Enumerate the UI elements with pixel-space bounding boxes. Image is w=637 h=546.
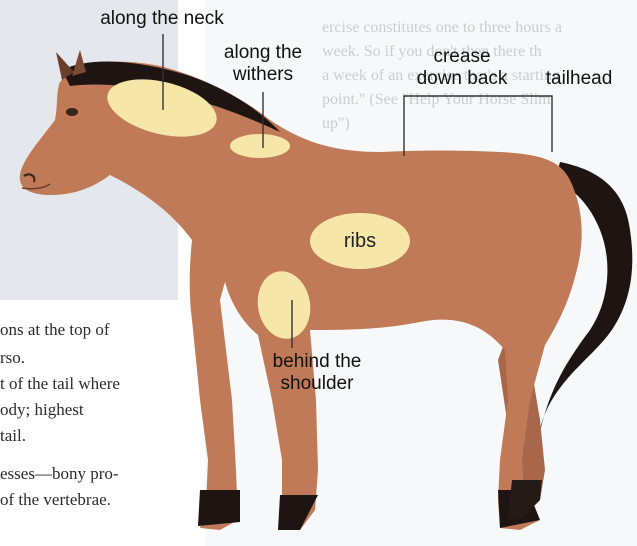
background-text-left-6: of the vertebrae. [0, 488, 111, 512]
leader-line-crease [404, 96, 552, 156]
background-text-left-4: tail. [0, 424, 26, 448]
label-crease-line2: down back [406, 68, 518, 90]
label-crease-down-back: crease down back [406, 46, 518, 90]
background-text-left-5: esses—bony pro- [0, 462, 119, 486]
label-withers-line1: along the [216, 42, 310, 64]
label-along-the-withers: along the withers [216, 42, 310, 86]
label-crease-line1: crease [406, 46, 518, 68]
label-ribs: ribs [330, 230, 390, 252]
label-withers-line2: withers [216, 64, 310, 86]
label-shoulder-line2: shoulder [262, 373, 372, 395]
background-text-left-2: t of the tail where [0, 372, 120, 396]
label-along-the-neck: along the neck [92, 8, 232, 30]
background-text-left-0: ons at the top of [0, 318, 110, 342]
fat-patch-withers [230, 134, 290, 158]
label-behind-the-shoulder: behind the shoulder [262, 351, 372, 395]
label-shoulder-line1: behind the [262, 351, 372, 373]
background-text-left-3: ody; highest [0, 398, 84, 422]
label-tailhead: tailhead [534, 68, 624, 90]
background-text-left-1: rso. [0, 346, 25, 370]
